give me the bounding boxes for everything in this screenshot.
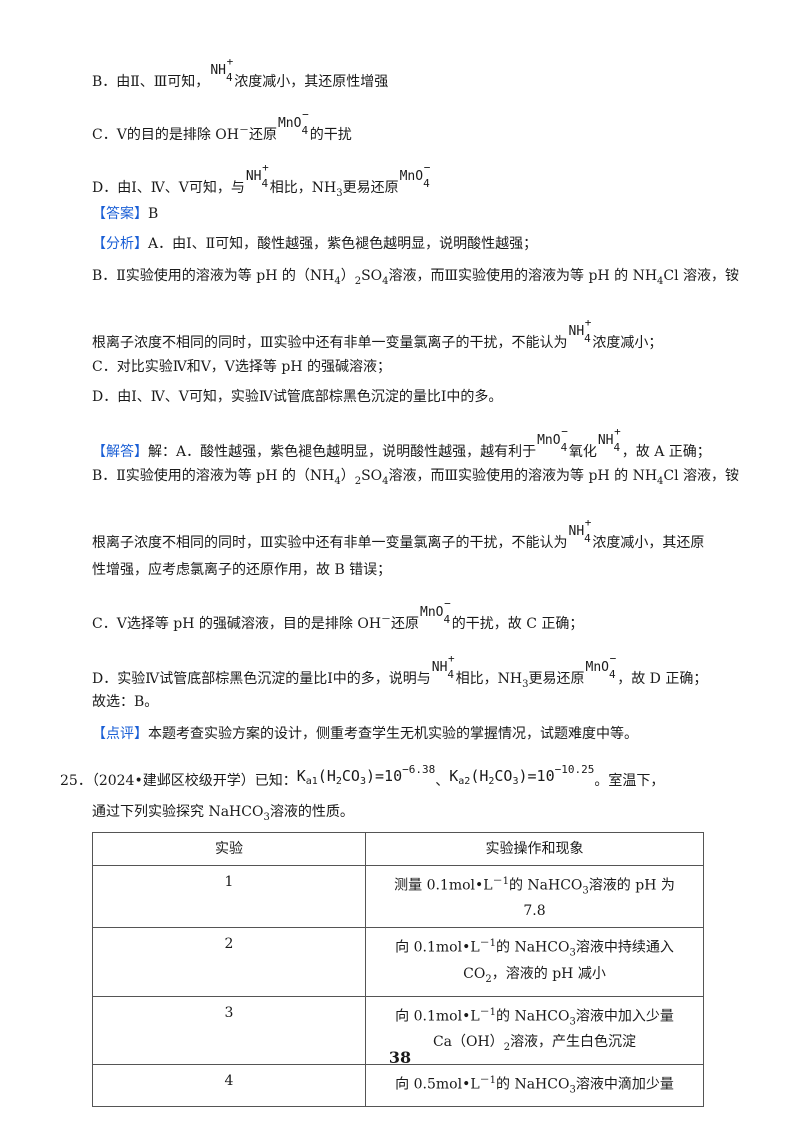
table-row: 2 向 0.1mol•L－1的 NaHCO3溶液中持续通入 CO2，溶液的 pH…: [92, 927, 704, 997]
table-header-row: 实验 实验操作和现象: [92, 832, 704, 866]
mno4-ion: MnO4−: [420, 597, 451, 626]
table-row: 1 测量 0.1mol•L－1的 NaHCO3溶液的 pH 为 7.8: [92, 864, 704, 929]
mno4-ion: MnO4−: [537, 425, 568, 454]
nh4-ion: NH4+: [431, 652, 455, 681]
nh4-ion: NH4+: [568, 516, 592, 545]
option-c: C．Ⅴ的目的是排除 OH－还原MnO4−的干扰: [92, 108, 352, 153]
mno4-ion: MnO4−: [585, 652, 617, 681]
experiment-description: 测量 0.1mol•L－1的 NaHCO3溶液的 pH 为 7.8: [365, 864, 704, 929]
analysis-line-2: B．Ⅱ实验使用的溶液为等 pH 的（NH4）2SO4溶液，而Ⅲ实验使用的溶液为等…: [92, 268, 740, 287]
question-number: 25．: [60, 773, 92, 789]
experiment-description: 向 0.1mol•L－1的 NaHCO3溶液中加入少量 Ca（OH）2溶液，产生…: [365, 995, 704, 1065]
experiment-description: 向 0.5mol•L－1的 NaHCO3溶液中滴加少量: [365, 1063, 704, 1108]
solution-line-7: 故选：B。: [92, 694, 159, 710]
nh4-ion: NH4+: [210, 55, 234, 84]
ka1-expression: Ka1(H2CO3)=10−6.38: [296, 763, 436, 787]
analysis-line-4: C．对比实验Ⅳ和Ⅴ，Ⅴ选择等 pH 的强碱溶液；: [92, 359, 391, 375]
table-row: 4 向 0.5mol•L－1的 NaHCO3溶液中滴加少量: [92, 1063, 704, 1108]
option-b: B．由Ⅱ、Ⅲ可知，NH4+浓度减小，其还原性增强: [92, 55, 388, 100]
comment-tag: 【点评】: [92, 726, 148, 742]
nh4-ion: NH4+: [568, 316, 592, 345]
question-25-line-1: 25．（2024•建邺区校级开学）已知：Ka1(H2CO3)=10−6.38、K…: [60, 763, 664, 796]
nh4-ion: NH4+: [597, 425, 621, 454]
comment-line: 【点评】本题考查实验方案的设计，侧重考查学生无机实验的掌握情况，试题难度中等。: [92, 726, 638, 742]
solution-line-3: 根离子浓度不相同的同时，Ⅲ实验中还有非单一变量氯离子的干扰，不能认为NH4+浓度…: [92, 516, 704, 561]
answer-value: B: [148, 206, 159, 222]
solution-line-6: D．实验Ⅳ试管底部棕黑色沉淀的量比Ⅰ中的多，说明与NH4+相比，NH3更易还原M…: [92, 652, 707, 697]
page-number: 38: [388, 1048, 412, 1067]
solution-line-2: B．Ⅱ实验使用的溶液为等 pH 的（NH4）2SO4溶液，而Ⅲ实验使用的溶液为等…: [92, 468, 740, 487]
mno4-ion: MnO4−: [277, 108, 309, 137]
experiment-number: 1: [92, 864, 366, 929]
solution-line-5: C．Ⅴ选择等 pH 的强碱溶液，目的是排除 OH－还原MnO4−的干扰，故 C …: [92, 597, 583, 642]
table-row: 3 向 0.1mol•L－1的 NaHCO3溶液中加入少量 Ca（OH）2溶液，…: [92, 995, 704, 1065]
nh4-ion: NH4+: [245, 161, 269, 190]
solution-line-1: 【解答】解：A．酸性越强，紫色褪色越明显，说明酸性越强，越有利于MnO4−氧化N…: [92, 425, 711, 470]
solution-line-4: 性增强，应考虑氯离子的还原作用，故 B 错误；: [92, 562, 392, 578]
experiment-number: 2: [92, 927, 366, 997]
mno4-ion: MnO4−: [399, 161, 431, 190]
analysis-tag: 【分析】: [92, 236, 148, 252]
experiment-description: 向 0.1mol•L－1的 NaHCO3溶液中持续通入 CO2，溶液的 pH 减…: [365, 927, 704, 997]
ka2-expression: Ka2(H2CO3)=10−10.25: [449, 763, 595, 787]
solution-tag: 【解答】: [92, 444, 148, 460]
table-header-cell: 实验操作和现象: [365, 832, 704, 866]
experiment-number: 4: [92, 1063, 366, 1108]
analysis-line-3: 根离子浓度不相同的同时，Ⅲ实验中还有非单一变量氯离子的干扰，不能认为NH4+浓度…: [92, 316, 662, 361]
question-25-line-2: 通过下列实验探究 NaHCO3溶液的性质。: [92, 804, 354, 823]
analysis-line-5: D．由Ⅰ、Ⅳ、Ⅴ可知，实验Ⅳ试管底部棕黑色沉淀的量比Ⅰ中的多。: [92, 389, 503, 405]
table-header-cell: 实验: [92, 832, 366, 866]
analysis-line-1: 【分析】A．由Ⅰ、Ⅱ可知，酸性越强，紫色褪色越明显，说明酸性越强；: [92, 236, 538, 252]
answer-line: 【答案】B: [92, 204, 158, 224]
option-d: D．由Ⅰ、Ⅳ、Ⅴ可知，与NH4+相比，NH3更易还原MnO4−: [92, 161, 431, 206]
answer-tag: 【答案】: [92, 206, 148, 222]
experiment-table: 实验 实验操作和现象 1 测量 0.1mol•L－1的 NaHCO3溶液的 pH…: [92, 832, 704, 1108]
